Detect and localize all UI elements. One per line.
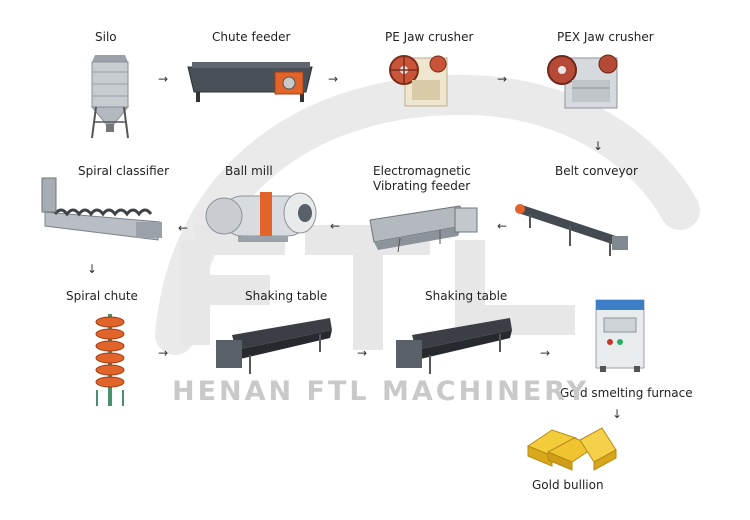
arrow-chute-to-table1: → [158,346,169,360]
label-silo: Silo [95,30,117,44]
arrow-table2-to-furnace: → [540,346,551,360]
label-spiral-classifier: Spiral classifier [78,164,170,178]
label-belt-conveyor: Belt conveyor [555,164,638,178]
spiral-chute-icon [95,314,125,406]
label-vibrating-feeder-line1: Electromagnetic [373,164,471,178]
chute-feeder-icon [187,62,313,102]
vibrating-feeder-icon [369,205,478,253]
arrow-belt-to-feeder: ← [497,219,508,233]
pe-jaw-crusher-icon [389,55,448,107]
label-spiral-chute: Spiral chute [66,289,138,303]
belt-conveyor-icon [515,204,628,256]
arrow-feeder-to-mill: ← [330,219,341,233]
arrow-pe-to-pex: → [497,72,508,86]
ball-mill-icon [205,192,317,242]
arrow-table1-to-table2: → [357,346,368,360]
arrow-pex-to-belt: ↓ [593,139,604,153]
label-ball-mill: Ball mill [225,164,273,178]
arrow-furnace-to-bullion: ↓ [612,407,623,421]
label-vibrating-feeder-line2: Vibrating feeder [373,179,471,193]
arrow-classifier-to-chute: ↓ [87,262,98,276]
arrow-silo-to-chute: → [158,72,169,86]
watermark-text: HENAN FTL MACHINERY [172,376,590,407]
label-smelting-furnace: Gold smelting furnace [560,386,693,400]
label-shaking-table-1: Shaking table [245,289,328,303]
label-pex-jaw-crusher: PEX Jaw crusher [557,30,654,44]
spiral-classifier-icon [41,177,162,241]
shaking-table-icon [216,318,332,374]
label-gold-bullion: Gold bullion [532,478,604,492]
gold-bullion-icon [526,427,617,471]
silo-icon [90,55,130,139]
label-pe-jaw-crusher: PE Jaw crusher [385,30,474,44]
arrow-chute-to-pe: → [328,72,339,86]
label-chute-feeder: Chute feeder [212,30,291,44]
shaking-table-icon [396,318,512,374]
label-shaking-table-2: Shaking table [425,289,508,303]
arrow-mill-to-classifier: ← [178,221,189,235]
smelting-furnace-icon [595,299,645,372]
pex-jaw-crusher-icon [547,54,618,109]
